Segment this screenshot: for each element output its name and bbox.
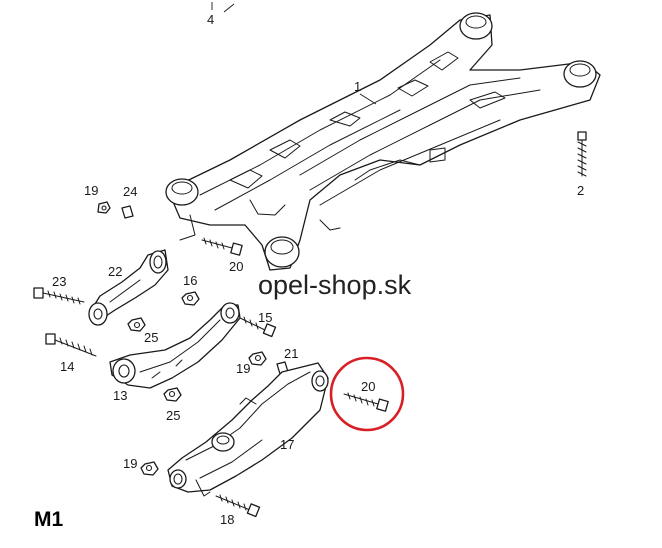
callout-19-bottom: 19 (123, 456, 137, 471)
part-4-shape (211, 2, 235, 13)
nut-part-25-lower[interactable] (163, 387, 182, 402)
callout-15: 15 (258, 310, 272, 325)
bolt-part-18[interactable] (215, 494, 261, 518)
callout-23: 23 (52, 274, 66, 289)
callout-25-lower: 25 (166, 408, 180, 423)
callout-21: 21 (284, 346, 298, 361)
bolt-part-20-highlighted[interactable] (343, 392, 389, 412)
callout-14: 14 (60, 359, 74, 374)
nut-part-19-bottom[interactable] (140, 461, 159, 476)
bolt-part-15[interactable] (239, 316, 277, 338)
trailing-arm-part-17[interactable] (167, 362, 329, 497)
callout-13: 13 (113, 388, 127, 403)
highlight-circle (329, 356, 405, 432)
bolt-part-14[interactable] (45, 333, 97, 357)
callout-1: 1 (354, 79, 361, 94)
page-code: M1 (34, 508, 63, 531)
callout-20-highlighted: 20 (361, 379, 375, 394)
callout-4: 4 (207, 12, 214, 27)
bolt-part-20-upper[interactable] (201, 237, 243, 256)
leader-line-1 (359, 93, 377, 105)
callout-2: 2 (577, 183, 584, 198)
control-arm-part-22[interactable] (88, 249, 169, 326)
callout-19-mid: 19 (236, 361, 250, 376)
bolt-part-2[interactable] (577, 131, 587, 177)
callout-20-upper: 20 (229, 259, 243, 274)
lower-arm-part-13[interactable] (109, 302, 241, 389)
nut-part-16[interactable] (181, 291, 200, 306)
callout-22: 22 (108, 264, 122, 279)
callout-19-top: 19 (84, 183, 98, 198)
subframe-part[interactable] (165, 12, 601, 271)
nut-part-19-mid[interactable] (248, 351, 267, 366)
watermark-text: opel-shop.sk (258, 270, 412, 300)
callout-18: 18 (220, 512, 234, 527)
washer-part-24[interactable] (121, 205, 134, 219)
callout-17: 17 (280, 437, 294, 452)
callout-24: 24 (123, 184, 137, 199)
callout-16: 16 (183, 273, 197, 288)
callout-25-upper: 25 (144, 330, 158, 345)
nut-part-19-top[interactable] (97, 201, 111, 214)
bolt-part-23[interactable] (33, 287, 85, 305)
nut-part-25-upper[interactable] (127, 317, 146, 332)
